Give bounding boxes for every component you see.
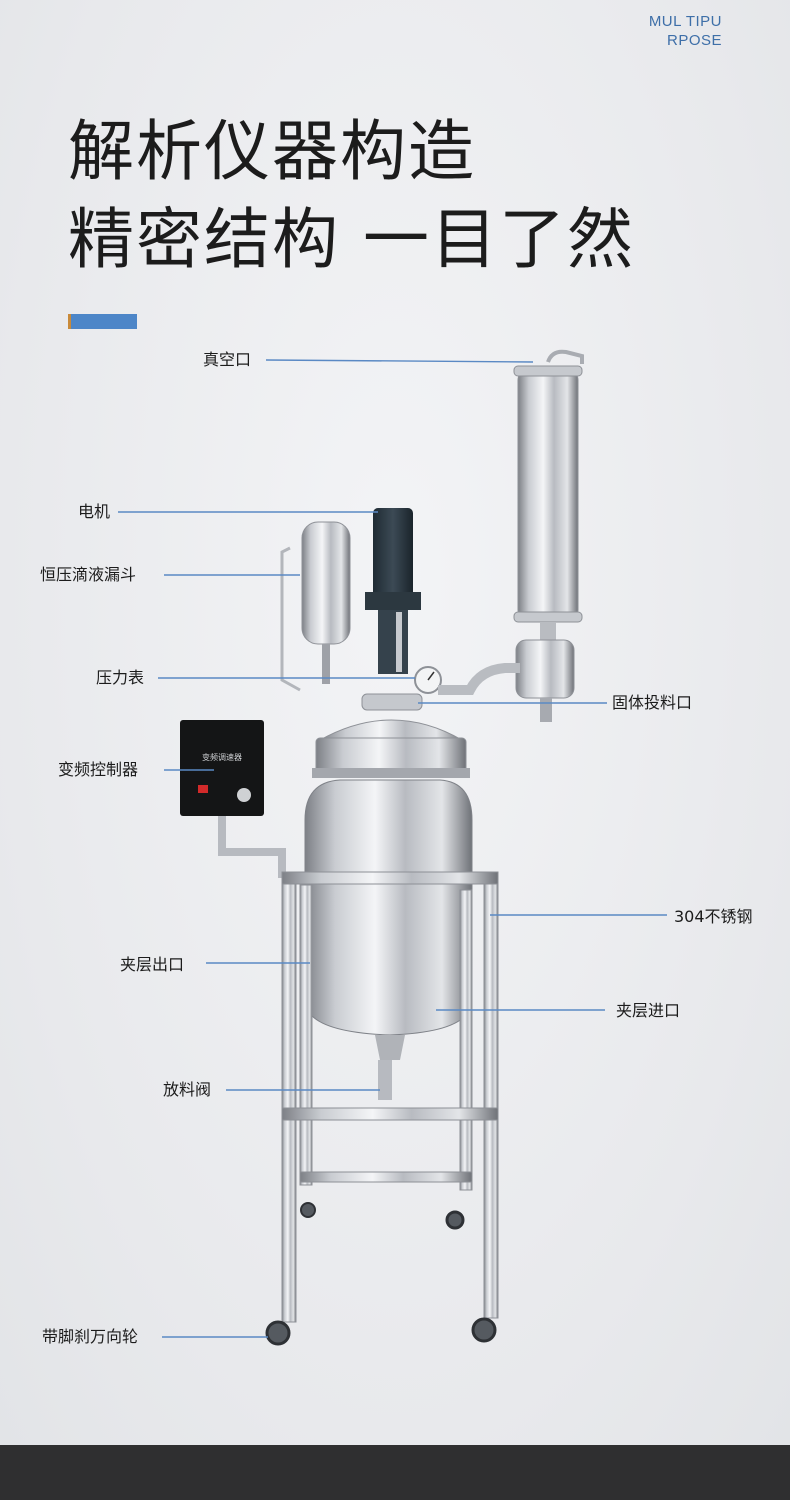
label-vfd-controller: 变频控制器: [58, 760, 139, 779]
dropping-funnel: [280, 521, 351, 692]
callout-lines: [118, 359, 667, 1338]
steel-frame: [281, 871, 499, 1323]
label-304-stainless: 304不锈钢: [674, 907, 753, 926]
label-pressure-gauge: 压力表: [96, 668, 145, 687]
pressure-gauge: [414, 663, 520, 695]
label-vacuum-port: 真空口: [203, 350, 252, 369]
vfd-controller-box: [180, 720, 286, 878]
accent-bar: [68, 314, 137, 329]
brand-line-1: MUL TIPU: [648, 13, 722, 30]
label-jacket-outlet: 夹层出口: [120, 955, 185, 974]
label-dropping-funnel: 恒压滴液漏斗: [40, 565, 137, 584]
caster-wheels: [265, 1202, 497, 1346]
headline-line-1: 解析仪器构造: [68, 113, 476, 190]
label-jacket-inlet: 夹层进口: [616, 1001, 681, 1020]
headline-line-2: 精密结构 一目了然: [68, 201, 635, 278]
condenser-column: [513, 349, 584, 722]
reactor-lid: [312, 693, 470, 778]
motor-assembly: [365, 508, 421, 674]
reactor-illustration: 变频调速器: [118, 349, 667, 1346]
brand-mark: MUL TIPU RPOSE: [612, 12, 722, 50]
footer-bar: [0, 1445, 790, 1500]
brand-line-2: RPOSE: [666, 32, 722, 49]
label-casters: 带脚刹万向轮: [42, 1327, 139, 1346]
vfd-panel-text: 变频调速器: [202, 752, 242, 762]
label-motor: 电机: [78, 502, 111, 521]
label-discharge-valve: 放料阀: [163, 1080, 212, 1099]
callout-line-vacuum: [265, 359, 534, 363]
label-solid-feed-port: 固体投料口: [612, 693, 693, 712]
reactor-vessel: [304, 779, 473, 1100]
